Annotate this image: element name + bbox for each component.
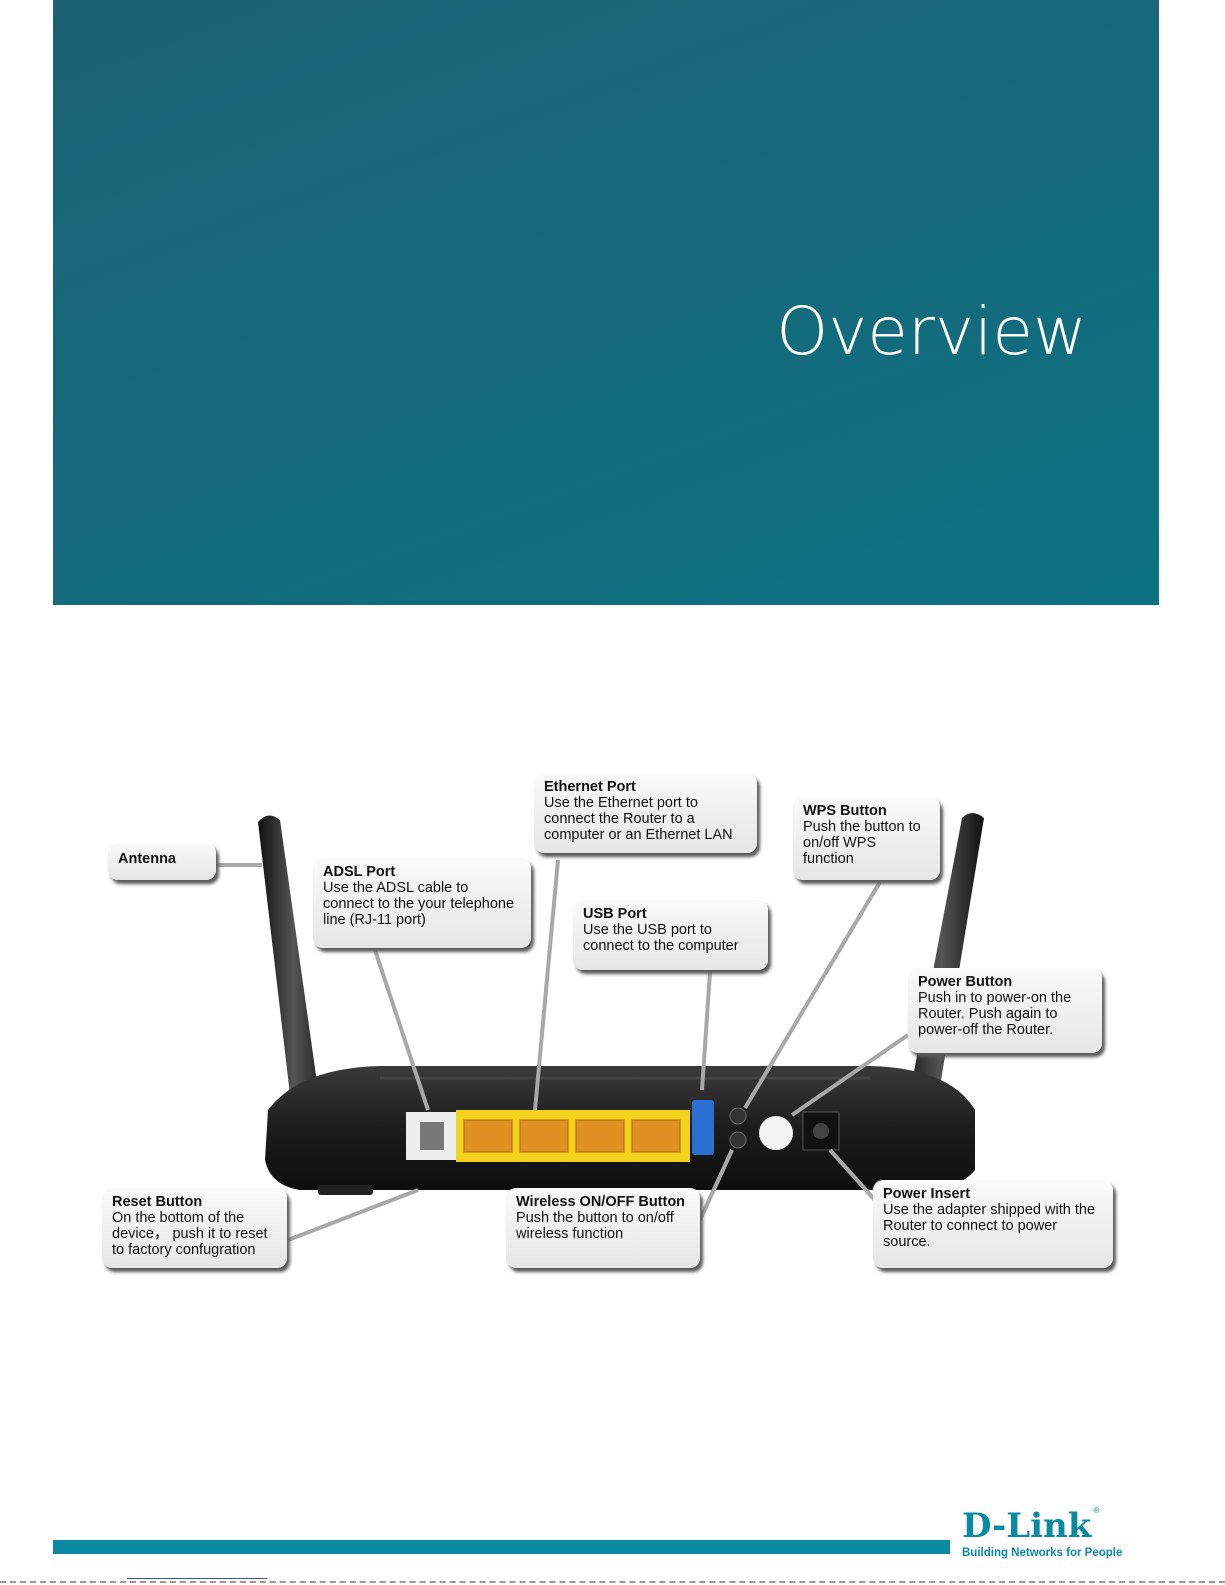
dlink-logo: D-Link ® Building Networks for People: [962, 1506, 1152, 1560]
registered-mark: ®: [1093, 1506, 1100, 1515]
callout-title: Power Insert: [883, 1186, 971, 1202]
callout-ethernet-port: Ethernet Port Use the Ethernet port to c…: [534, 773, 757, 853]
power-button: [759, 1116, 793, 1150]
wps-button: [729, 1107, 747, 1125]
callout-body: Push the button to on/off wireless funct…: [516, 1210, 674, 1242]
callout-adsl-port: ADSL Port Use the ADSL cable to connect …: [313, 858, 531, 948]
page-edge: [0, 1581, 1225, 1583]
page-title: Overview: [776, 293, 1087, 370]
callout-title: Power Button: [918, 974, 1013, 990]
callout-title: Wireless ON/OFF Button: [516, 1194, 686, 1210]
wireless-button: [729, 1131, 747, 1149]
callout-title: Reset Button: [112, 1194, 203, 1210]
callout-usb-port: USB Port Use the USB port to connect to …: [573, 900, 768, 970]
callout-antenna: Antenna: [108, 843, 216, 880]
callout-title: WPS Button: [803, 803, 887, 819]
logo-row: D-Link ®: [962, 1506, 1099, 1546]
footer-bar: [53, 1540, 950, 1554]
logo-wordmark: D-Link: [962, 1506, 1092, 1546]
callout-power-button: Power Button Push in to power-on the Rou…: [908, 968, 1102, 1053]
callout-body: Push in to power-on the Router. Push aga…: [918, 990, 1072, 1038]
callout-body: Use the USB port to connect to the compu…: [583, 922, 739, 954]
callout-body: Use the adapter shipped with the Router …: [883, 1202, 1095, 1250]
callout-body: Push the button to on/off WPS function: [803, 819, 921, 867]
callout-body: On the bottom of the device， push it to …: [112, 1210, 268, 1258]
underline-link: [127, 1578, 267, 1579]
callout-body: Use the Ethernet port to connect the Rou…: [544, 795, 733, 843]
callout-reset-button: Reset Button On the bottom of the device…: [102, 1188, 287, 1268]
callout-wps-button: WPS Button Push the button to on/off WPS…: [793, 797, 940, 880]
callout-title: Ethernet Port: [544, 779, 636, 795]
title-banner: Overview: [53, 0, 1159, 605]
callout-title: ADSL Port: [323, 864, 396, 880]
callout-wireless-button: Wireless ON/OFF Button Push the button t…: [506, 1188, 700, 1268]
logo-tagline: Building Networks for People: [962, 1547, 1123, 1559]
callout-body: Use the ADSL cable to connect to the you…: [323, 880, 515, 928]
callout-title: Antenna: [118, 851, 176, 867]
callout-power-insert: Power Insert Use the adapter shipped wit…: [873, 1180, 1113, 1268]
callout-title: USB Port: [583, 906, 647, 922]
usb-port: [692, 1100, 714, 1155]
